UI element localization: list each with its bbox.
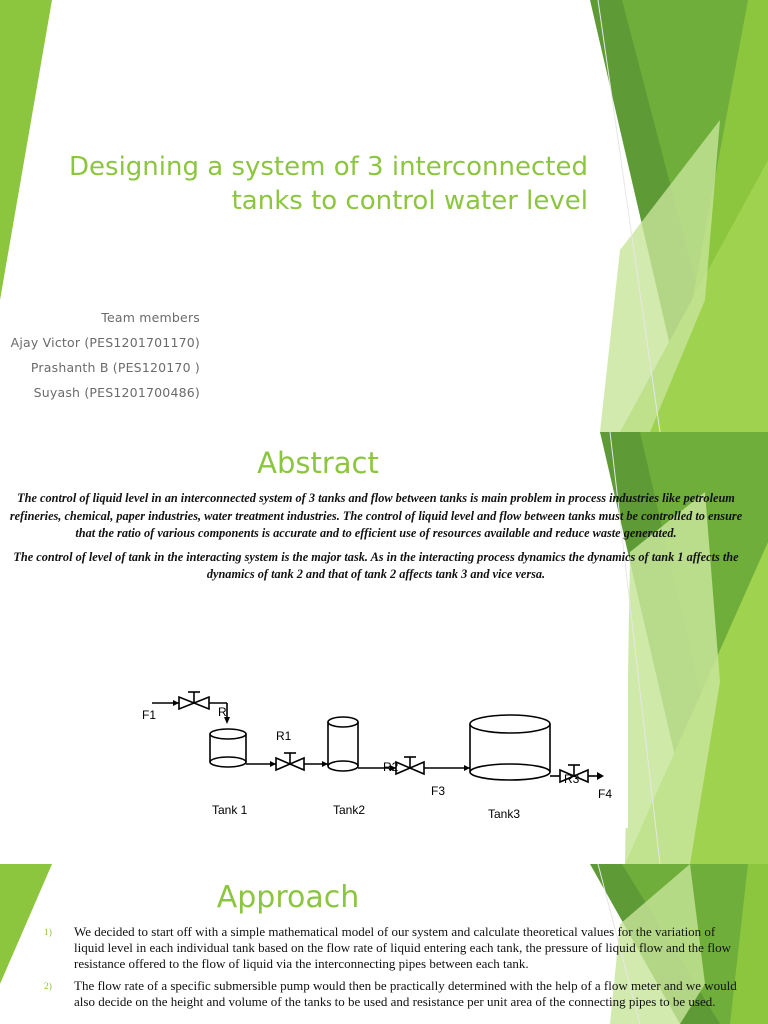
list-item: 2) The flow rate of a specific submersib… [44, 978, 744, 1010]
team-heading: Team members [101, 310, 200, 325]
valve-r3-left [559, 768, 577, 784]
inlet-arrowhead [173, 700, 179, 706]
team-member: Ajay Victor (PES1201701170) [10, 335, 200, 350]
list-text: We decided to start off with a simple ma… [74, 924, 732, 971]
team-member: Suyash (PES1201700486) [33, 385, 200, 400]
right-green-shape [730, 864, 768, 1024]
inlet-down-arrowhead [224, 717, 230, 724]
abstract-text: The control of liquid level in an interc… [8, 490, 744, 590]
abstract-heading: Abstract [257, 446, 379, 480]
right-light-shape [610, 864, 705, 1024]
abstract-paragraph: The control of level of tank in the inte… [13, 549, 739, 582]
list-text: The flow rate of a specific submersible … [74, 978, 737, 1009]
label-f4: F4 [598, 787, 612, 801]
label-tank2: Tank2 [333, 803, 365, 817]
valve-r2-arrowhead [390, 765, 396, 771]
label-f3: F3 [431, 784, 445, 798]
approach-slide: Approach 1) We decided to start off with… [0, 864, 768, 1024]
label-r1: R1 [276, 729, 292, 743]
slide3-decoration [0, 864, 768, 1024]
abstract-paragraph: The control of liquid level in an interc… [9, 491, 743, 540]
list-number: 2) [44, 982, 52, 992]
thin-line [597, 864, 641, 1024]
thin-line [609, 432, 661, 864]
title-slide: Designing a system of 3 interconnected t… [0, 0, 768, 432]
label-r3: R3 [564, 772, 580, 786]
tank3-inlet-arrowhead [464, 765, 470, 771]
slide2-decoration [600, 432, 768, 864]
pipe-r1-arrowhead [270, 761, 276, 767]
diagram-background [124, 660, 628, 828]
left-accent-shape [0, 0, 52, 300]
approach-list: 1) We decided to start off with a simple… [44, 924, 744, 1016]
tank-system-diagram: F1 R R1 R2 F3 R3 F4 Tank 1 Tank2 Tank3 [124, 660, 628, 828]
presentation-title: Designing a system of 3 interconnected t… [69, 152, 588, 216]
team-members-block: Team members Ajay Victor (PES1201701170)… [0, 305, 200, 405]
list-item: 1) We decided to start off with a simple… [44, 924, 744, 972]
label-r2: R2 [383, 760, 399, 774]
tank2-top [327, 716, 359, 728]
outlet-arrowhead [597, 772, 604, 780]
abstract-slide: Abstract The control of liquid level in … [0, 432, 768, 864]
tank1-top [209, 728, 247, 740]
thin-line [597, 0, 661, 432]
approach-heading: Approach [216, 880, 360, 915]
team-member: Prashanth B (PES120170 ) [30, 360, 200, 375]
tank2-inlet-arrowhead [322, 761, 328, 767]
label-f1: F1 [142, 708, 156, 722]
label-r: R [218, 705, 227, 719]
right-light-shape [600, 120, 720, 432]
label-tank3: Tank3 [488, 807, 520, 821]
list-number: 1) [44, 928, 52, 938]
left-accent-shape [0, 864, 52, 984]
slide1-decoration [0, 0, 768, 432]
tank3-top [469, 714, 551, 734]
label-tank1: Tank 1 [212, 803, 248, 817]
